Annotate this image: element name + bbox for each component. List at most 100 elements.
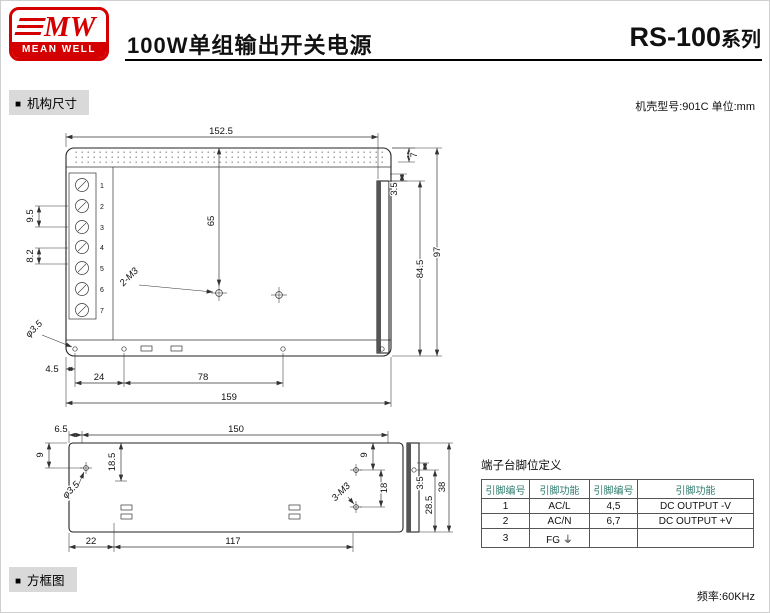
side-flange: [376, 180, 390, 354]
terminal-number: 5: [100, 266, 104, 273]
pin-table: 引脚编号 引脚功能 引脚编号 引脚功能 1 AC/L 4,5 DC OUTPUT…: [481, 479, 754, 548]
section-block-diagram: ■ 方框图: [9, 567, 77, 592]
dim-65: 65: [205, 147, 222, 287]
vent-slots: [120, 504, 301, 520]
pin-cell: [589, 528, 638, 548]
bottom-view-drawing: 150 6.5 9 φ3.5 18.5 9: [34, 425, 453, 552]
page-title: 100W单组输出开关电源: [127, 33, 373, 58]
pin-cell: DC OUTPUT +V: [637, 513, 754, 529]
pin-cell: AC/L: [529, 498, 590, 514]
terminal-block: 1 2 3 4 5 6 7: [68, 172, 104, 320]
section-square-icon: ■: [15, 99, 22, 110]
terminal-number: 4: [100, 245, 104, 252]
terminal-number: 7: [100, 308, 104, 315]
dim-label: 84.5: [415, 260, 426, 279]
dim-label: 9: [359, 452, 370, 457]
terminal-number: 6: [100, 287, 104, 294]
dim-label-3m3: 3-M3: [330, 480, 354, 504]
dim-label: 7: [409, 152, 420, 157]
series-name: RS-100: [629, 22, 721, 52]
logo-brand-text: MEAN WELL: [12, 42, 106, 58]
dim-9-left: 9: [34, 442, 82, 469]
dim-label: 3.5: [389, 182, 400, 195]
section-square-icon: ■: [15, 576, 22, 587]
dim-label: 117: [225, 536, 240, 547]
dim-label-2m3: 2-M3: [117, 265, 141, 289]
dim-label: 3.5: [415, 476, 426, 489]
pin-cell: FG ⏚: [529, 528, 590, 548]
terminal-number: 2: [100, 204, 104, 211]
dim-label: 6.5: [54, 425, 67, 435]
frequency-note: 频率:60KHz: [696, 591, 755, 603]
phi-callout: φ3.5: [59, 471, 85, 502]
pin-header: 引脚编号: [589, 479, 638, 499]
pin-header: 引脚功能: [529, 479, 590, 499]
pin-header: 引脚编号: [481, 479, 530, 499]
dim-84-5: 84.5: [390, 180, 427, 357]
dim-152-5: 152.5: [65, 125, 379, 179]
dim-150: 150: [81, 425, 389, 443]
pin-table-title: 端子台脚位定义: [481, 460, 562, 472]
dim-label: 28.5: [424, 496, 435, 515]
dim-6-5: 6.5: [53, 425, 83, 443]
dim-18-5: 18.5: [106, 442, 127, 482]
mounting-hole: [271, 287, 287, 303]
logo-stripes-icon: [14, 18, 46, 36]
dim-9-right: 9: [358, 442, 385, 471]
pin-definition-section: 端子台脚位定义 引脚编号 引脚功能 引脚编号 引脚功能 1 AC/L 4,5 D…: [481, 457, 754, 548]
case-outline: [65, 147, 392, 357]
dim-label-phi: φ3.5: [60, 479, 82, 501]
dim-label: 65: [206, 216, 217, 227]
terminal-number: 1: [100, 183, 104, 190]
section-mechanical: ■ 机构尺寸: [9, 90, 90, 115]
dim-label: 18.5: [107, 453, 118, 472]
m3-callout: 2-M3: [116, 264, 214, 294]
dim-label: 152.5: [209, 126, 233, 137]
dim-label: 159: [221, 392, 237, 403]
pin-header: 引脚功能: [637, 479, 754, 499]
series-title: RS-100系列: [629, 22, 761, 53]
section-block-label: 方框图: [27, 574, 65, 588]
pin-table-header-row: 引脚编号 引脚功能 引脚编号 引脚功能: [481, 479, 754, 499]
header-divider: [125, 59, 762, 61]
pin-table-row: 3 FG ⏚: [481, 528, 754, 548]
dim-bottom-chain: 4.5 24 78 159: [44, 353, 392, 407]
pin-table-row: 2 AC/N 6,7 DC OUTPUT +V: [481, 513, 754, 529]
dim-label: 38: [437, 482, 448, 493]
dim-label: 97: [432, 247, 443, 258]
dim-label: 24: [94, 372, 105, 383]
dim-label: 9: [35, 452, 46, 457]
dim-8-2: 8.2: [24, 247, 68, 265]
dim-7: 7: [392, 147, 421, 163]
dim-bottom-chain: 22 117: [68, 523, 354, 552]
bottom-flange-holes: [72, 345, 385, 352]
section-mechanical-label: 机构尺寸: [27, 97, 78, 111]
pin-table-row: 1 AC/L 4,5 DC OUTPUT -V: [481, 498, 754, 514]
dim-label: 18: [379, 483, 390, 494]
m3-callout: 3-M3: [328, 479, 354, 505]
pin-cell: 1: [481, 498, 530, 514]
pin-cell: AC/N: [529, 513, 590, 529]
logo-mw-text: MW: [44, 11, 96, 43]
pin-cell: 2: [481, 513, 530, 529]
dim-label: 8.2: [25, 249, 36, 262]
case-outline-bottom: [68, 442, 404, 533]
dim-28-5: 28.5: [420, 469, 453, 533]
dim-18: 18: [360, 469, 391, 508]
pin-cell: 4,5: [589, 498, 638, 514]
dim-38: 38: [419, 442, 453, 533]
dim-9-5: 9.5: [24, 205, 68, 228]
mounting-hole: [211, 285, 227, 301]
dim-label: 9.5: [25, 209, 36, 222]
pin-cell: [637, 528, 754, 548]
meanwell-logo: MW MEAN WELL: [9, 7, 109, 61]
dim-3-5: 3.5: [388, 173, 407, 197]
terminal-number: 3: [100, 225, 104, 232]
pin-cell: 3: [481, 528, 530, 548]
dim-label: 150: [228, 425, 244, 435]
series-suffix: 系列: [721, 29, 761, 51]
vent-dots: [71, 151, 383, 164]
logo-top: MW: [12, 10, 106, 43]
dim-label: 4.5: [45, 364, 58, 375]
